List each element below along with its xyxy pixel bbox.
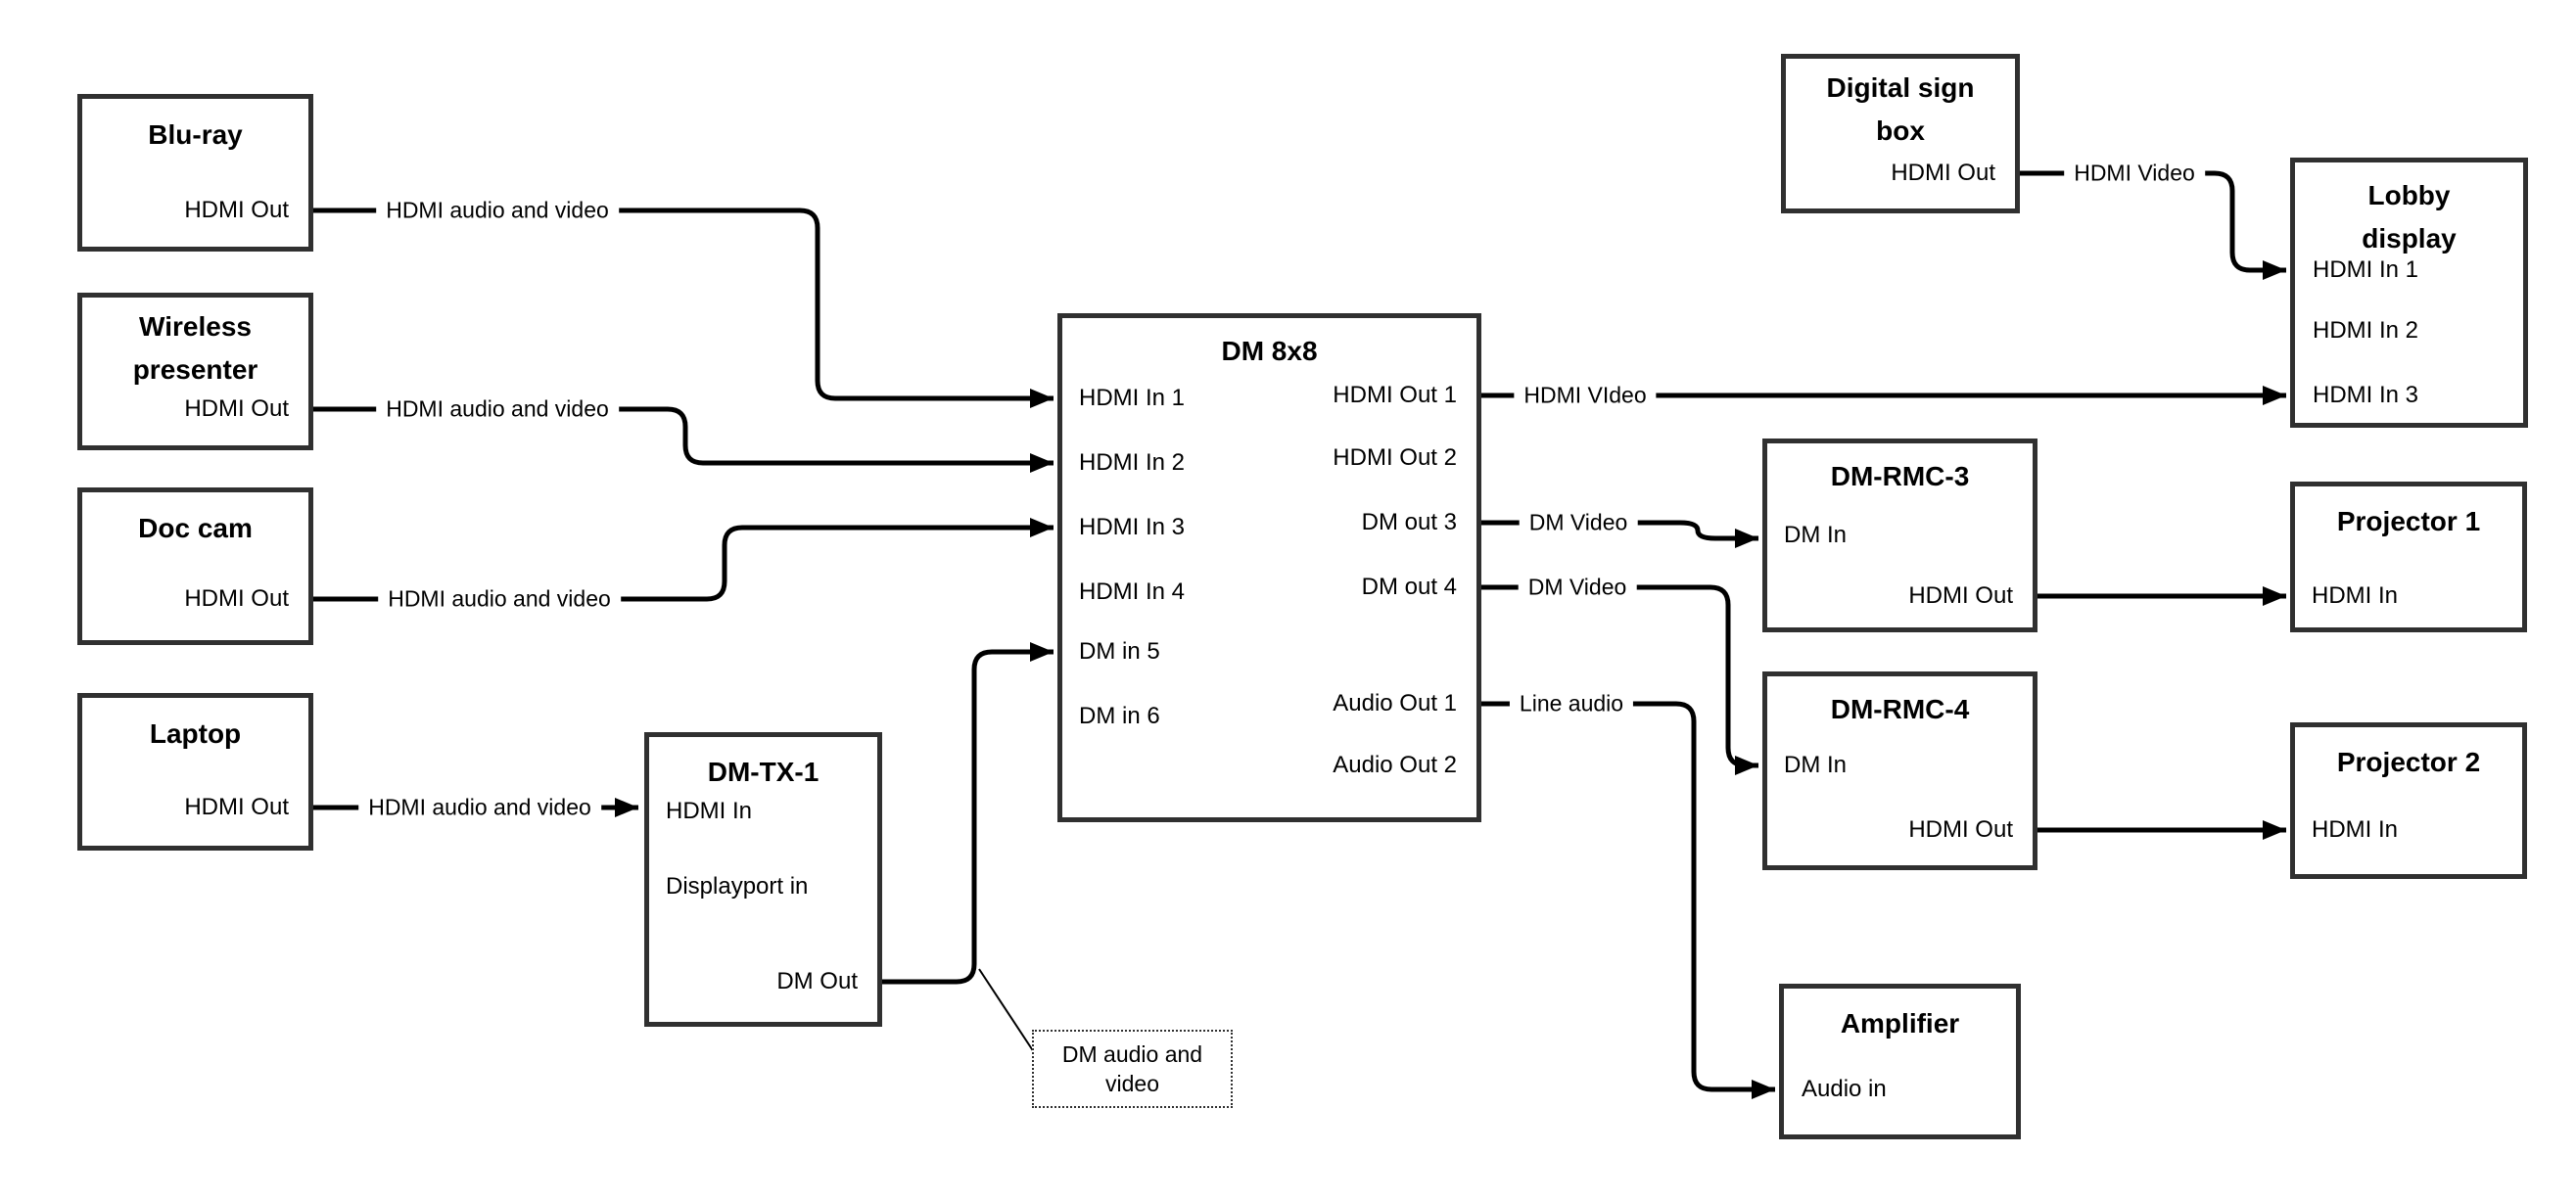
wire-label-doccam: HDMI audio and video (378, 585, 621, 613)
bluray-port-hdmi-out: HDMI Out (184, 197, 289, 223)
projector-1-title: Projector 1 (2336, 506, 2481, 536)
wireless-presenter-title: Wireless presenter (132, 311, 258, 385)
dmrmc4-port-dm-in: DM In (1784, 752, 1848, 778)
dm-8x8-title: DM 8x8 (1221, 336, 1318, 366)
dmrmc3-port-hdmi-out: HDMI Out (1908, 582, 2013, 609)
dm8x8-port-dm-out-4: DM out 4 (1361, 574, 1457, 600)
digital-sign-box: Digital sign box (1781, 54, 2020, 213)
wire-digitalsign-to-lobby-in1 (2020, 170, 2286, 280)
digitalsign-port-hdmi-out: HDMI Out (1891, 160, 1995, 186)
projector-2-box: Projector 2 (2290, 722, 2527, 879)
dm-rmc-3-box: DM-RMC-3 (1762, 439, 2037, 632)
dm8x8-port-dm-in-6: DM in 6 (1079, 703, 1160, 729)
dm8x8-port-dm-out-3: DM out 3 (1361, 509, 1457, 535)
amplifier-box: Amplifier (1779, 984, 2021, 1139)
wire-label-bluray: HDMI audio and video (376, 197, 619, 224)
dm8x8-port-hdmi-in-1: HDMI In 1 (1079, 385, 1186, 411)
dm-rmc-4-title: DM-RMC-4 (1830, 694, 1970, 724)
dm-8x8-box: DM 8x8 (1057, 313, 1481, 822)
wire-dm8x8-out3-to-rmc3 (1481, 520, 1758, 548)
laptop-box: Laptop (77, 693, 313, 851)
dm8x8-port-hdmi-out-2: HDMI Out 2 (1333, 444, 1457, 471)
wire-dm8x8-out4-to-rmc4 (1481, 584, 1758, 775)
doc-cam-box: Doc cam (77, 487, 313, 645)
amplifier-title: Amplifier (1840, 1008, 1960, 1039)
wire-dm8x8-audio1-to-amplifier (1481, 701, 1775, 1099)
lobby-port-hdmi-in-3: HDMI In 3 (2313, 382, 2419, 408)
wire-label-digitalsign: HDMI Video (2064, 160, 2205, 187)
doccam-port-hdmi-out: HDMI Out (184, 585, 289, 612)
dmtx1-port-dm-out: DM Out (776, 968, 858, 994)
dm8x8-port-audio-out-2: Audio Out 2 (1333, 752, 1457, 778)
lobby-display-title: Lobby display (2362, 180, 2457, 254)
wire-bluray-to-dm8x8-in1 (313, 208, 1054, 408)
projector-1-box: Projector 1 (2290, 482, 2527, 632)
dm-rmc-3-title: DM-RMC-3 (1830, 461, 1970, 491)
dm8x8-port-dm-in-5: DM in 5 (1079, 638, 1160, 665)
callout-leader-line (978, 968, 1037, 1056)
wire-label-dm-out-4: DM Video (1518, 574, 1637, 601)
dmrmc4-port-hdmi-out: HDMI Out (1908, 816, 2013, 843)
digital-sign-title: Digital sign box (1826, 72, 1975, 146)
dm8x8-port-audio-out-1: Audio Out 1 (1333, 690, 1457, 716)
wire-label-laptop: HDMI audio and video (358, 794, 601, 821)
bluray-box: Blu-ray (77, 94, 313, 252)
bluray-title: Blu-ray (148, 119, 243, 150)
wire-label-wireless: HDMI audio and video (376, 395, 619, 423)
laptop-port-hdmi-out: HDMI Out (184, 794, 289, 820)
amplifier-port-audio-in: Audio in (1802, 1076, 1887, 1102)
doc-cam-title: Doc cam (138, 513, 253, 543)
lobby-port-hdmi-in-1: HDMI In 1 (2313, 256, 2419, 283)
wireless-port-hdmi-out: HDMI Out (184, 395, 289, 422)
dmtx1-port-displayport-in: Displayport in (666, 873, 809, 900)
dm-rmc-4-box: DM-RMC-4 (1762, 671, 2037, 870)
lobby-port-hdmi-in-2: HDMI In 2 (2313, 317, 2419, 344)
dm8x8-port-hdmi-in-4: HDMI In 4 (1079, 578, 1186, 605)
dm8x8-port-hdmi-in-3: HDMI In 3 (1079, 514, 1186, 540)
projector2-port-hdmi-in: HDMI In (2312, 816, 2399, 843)
lobby-display-box: Lobby display (2290, 158, 2528, 428)
dmtx1-port-hdmi-in: HDMI In (666, 798, 753, 824)
wireless-presenter-box: Wireless presenter (77, 293, 313, 450)
callout-dm-audio-and-video: DM audio and video (1032, 1030, 1233, 1108)
wire-doccam-to-dm8x8-in3 (313, 518, 1054, 602)
dmrmc3-port-dm-in: DM In (1784, 522, 1848, 548)
laptop-title: Laptop (149, 718, 242, 749)
wire-dmtx1-to-dm8x8-in5 (882, 642, 1054, 985)
projector1-port-hdmi-in: HDMI In (2312, 582, 2399, 609)
wire-label-line-audio: Line audio (1509, 690, 1634, 717)
dm-tx-1-box: DM-TX-1 (644, 732, 882, 1027)
wire-label-dm-out-3: DM Video (1519, 509, 1638, 536)
callout-text: DM audio and video (1061, 1041, 1203, 1096)
wire-wireless-to-dm8x8-in2 (313, 406, 1054, 473)
dm8x8-port-hdmi-in-2: HDMI In 2 (1079, 449, 1186, 476)
projector-2-title: Projector 2 (2336, 747, 2481, 777)
dm-tx-1-title: DM-TX-1 (707, 757, 820, 787)
wire-label-hdmi-out-1: HDMI VIdeo (1514, 382, 1657, 409)
dm8x8-port-hdmi-out-1: HDMI Out 1 (1333, 382, 1457, 408)
